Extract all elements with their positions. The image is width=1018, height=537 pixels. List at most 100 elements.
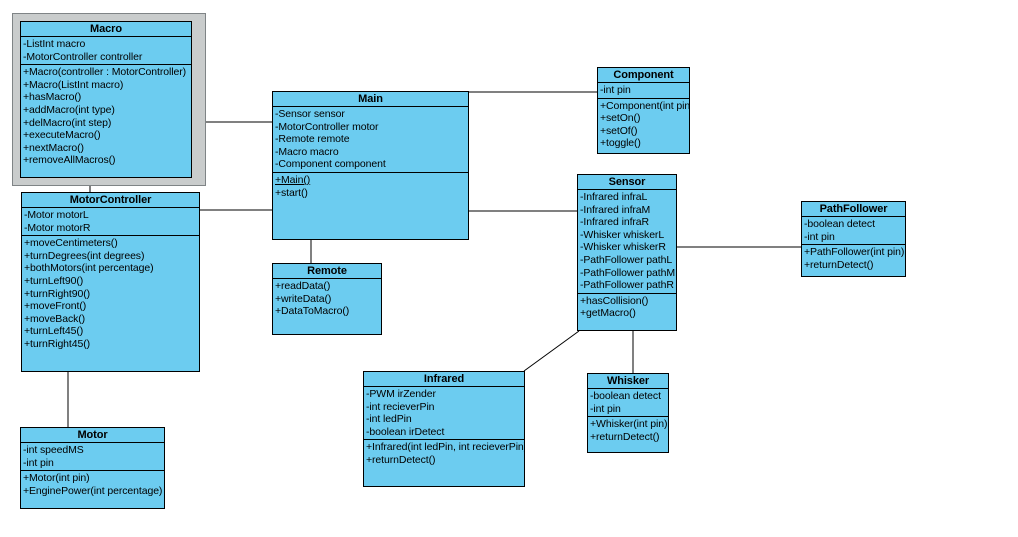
- attribute-row: -Whisker whiskerL: [580, 228, 665, 241]
- attribute-row: -boolean irDetect: [366, 425, 445, 438]
- method-row: +nextMacro(): [23, 141, 84, 154]
- class-title: Sensor: [608, 176, 646, 188]
- attribute-row: -boolean detect: [804, 218, 875, 230]
- method-row: +EnginePower(int percentage): [23, 484, 163, 497]
- method-row: +DataToMacro(): [275, 305, 350, 318]
- connector-sensor-infrared[interactable]: [523, 330, 580, 372]
- method-row: +hasMacro(): [23, 91, 82, 104]
- attribute-row: -Infrared infraM: [580, 203, 651, 216]
- method-row: +returnDetect(): [366, 453, 436, 466]
- methods-compartment: +Motor(int pin)+EnginePower(int percenta…: [21, 470, 164, 508]
- attribute-row: -Component component: [275, 158, 386, 171]
- method-row: +writeData(): [275, 292, 332, 305]
- method-row: +turnDegrees(int degrees): [24, 249, 145, 262]
- attributes-compartment: -Infrared infraL-Infrared infraM-Infrare…: [578, 189, 676, 293]
- attribute-row: -Macro macro: [275, 145, 339, 158]
- class-motor[interactable]: Motor -int speedMS-int pin +Motor(int pi…: [20, 427, 165, 509]
- class-remote[interactable]: Remote +readData()+writeData()+DataToMac…: [272, 263, 382, 335]
- class-title: MotorController: [69, 194, 152, 206]
- attribute-row: -PathFollower pathM: [580, 266, 675, 279]
- attributes-compartment: -Sensor sensor-MotorController motor-Rem…: [273, 106, 468, 172]
- method-row: +PathFollower(int pin): [804, 246, 905, 259]
- class-title: Remote: [307, 265, 347, 277]
- class-sensor[interactable]: Sensor -Infrared infraL-Infrared infraM-…: [577, 174, 677, 331]
- class-title: Whisker: [606, 375, 650, 387]
- method-row: +Whisker(int pin): [590, 418, 668, 431]
- class-main[interactable]: Main -Sensor sensor-MotorController moto…: [272, 91, 469, 240]
- methods-compartment: +readData()+writeData()+DataToMacro(): [273, 278, 381, 334]
- method-row: +Infrared(int ledPin, int recieverPin): [366, 441, 524, 454]
- method-row: +turnLeft45(): [24, 325, 84, 338]
- attribute-row: -int pin: [600, 84, 631, 96]
- attribute-row: -int pin: [23, 456, 54, 469]
- class-component[interactable]: Component -int pin +Component(int pin)+s…: [597, 67, 690, 154]
- attribute-row: -Infrared infraL: [580, 191, 648, 203]
- method-row: +Component(int pin): [600, 99, 689, 112]
- method-row: +turnRight90(): [24, 287, 91, 300]
- method-row: +moveCentimeters(): [24, 237, 118, 250]
- class-title: PathFollower: [819, 203, 888, 215]
- method-row: +returnDetect(): [804, 258, 874, 271]
- attribute-row: -PWM irZender: [366, 388, 436, 400]
- attribute-row: -int speedMS: [23, 444, 84, 456]
- method-row: +getMacro(): [580, 307, 636, 320]
- attribute-row: -PathFollower pathR: [580, 279, 674, 292]
- method-row: +start(): [275, 186, 308, 199]
- method-row: +hasCollision(): [580, 294, 649, 307]
- attributes-compartment: -PWM irZender-int recieverPin-int ledPin…: [364, 386, 524, 439]
- attributes-compartment: -int speedMS-int pin: [21, 442, 164, 470]
- method-row: +turnRight45(): [24, 337, 91, 350]
- method-row: +setOn(): [600, 112, 641, 125]
- attribute-row: -int ledPin: [366, 413, 412, 426]
- class-whisker[interactable]: Whisker -boolean detect-int pin +Whisker…: [587, 373, 669, 453]
- class-motorcontroller[interactable]: MotorController -Motor motorL-Motor moto…: [21, 192, 200, 372]
- method-row: +turnLeft90(): [24, 274, 84, 287]
- attribute-row: -int pin: [590, 402, 621, 415]
- attribute-row: -ListInt macro: [23, 38, 86, 50]
- method-row: +moveBack(): [24, 312, 86, 325]
- method-row: +Main(): [275, 173, 311, 186]
- class-infrared[interactable]: Infrared -PWM irZender-int recieverPin-i…: [363, 371, 525, 487]
- attribute-row: -Whisker whiskerR: [580, 241, 666, 254]
- method-row: +returnDetect(): [590, 430, 660, 443]
- method-row: +removeAllMacros(): [23, 154, 116, 167]
- methods-compartment: +Main()+start(): [273, 171, 468, 239]
- methods-compartment: +Infrared(int ledPin, int recieverPin)+r…: [364, 439, 524, 486]
- methods-compartment: +Whisker(int pin)+returnDetect(): [588, 416, 668, 452]
- methods-compartment: +Component(int pin)+setOn()+setOf()+togg…: [598, 97, 689, 153]
- class-title: Main: [358, 93, 383, 105]
- method-row: +setOf(): [600, 124, 638, 137]
- class-title: Motor: [77, 429, 108, 441]
- attribute-row: -PathFollower pathL: [580, 253, 673, 266]
- class-title: Component: [613, 69, 674, 81]
- method-row: +Macro(controller : MotorController): [23, 66, 186, 79]
- attributes-compartment: -boolean detect-int pin: [588, 388, 668, 416]
- class-title: Macro: [90, 23, 122, 35]
- methods-compartment: +hasCollision()+getMacro(): [578, 292, 676, 330]
- attribute-row: -MotorController controller: [23, 50, 143, 63]
- class-title: Infrared: [423, 373, 465, 385]
- attribute-row: -Motor motorL: [24, 209, 89, 221]
- method-row: +delMacro(int step): [23, 116, 112, 129]
- attribute-row: -Sensor sensor: [275, 108, 345, 120]
- attribute-row: -Infrared infraR: [580, 216, 650, 229]
- attribute-row: -int pin: [804, 230, 835, 243]
- methods-compartment: +Macro(controller : MotorController)+Mac…: [21, 64, 191, 177]
- method-row: +Macro(ListInt macro): [23, 78, 124, 91]
- class-macro[interactable]: Macro -ListInt macro-MotorController con…: [20, 21, 192, 178]
- method-row: +moveFront(): [24, 300, 87, 313]
- methods-compartment: +PathFollower(int pin)+returnDetect(): [802, 244, 905, 276]
- attributes-compartment: -Motor motorL-Motor motorR: [22, 207, 199, 235]
- methods-compartment: +moveCentimeters()+turnDegrees(int degre…: [22, 235, 199, 371]
- attribute-row: -int recieverPin: [366, 400, 435, 413]
- attribute-row: -Remote remote: [275, 133, 350, 146]
- attributes-compartment: -int pin: [598, 82, 689, 98]
- attribute-row: -boolean detect: [590, 390, 661, 402]
- method-row: +addMacro(int type): [23, 103, 115, 116]
- method-row: +bothMotors(int percentage): [24, 262, 154, 275]
- class-pathfollower[interactable]: PathFollower -boolean detect-int pin +Pa…: [801, 201, 906, 277]
- method-row: +readData(): [275, 280, 331, 292]
- attributes-compartment: -boolean detect-int pin: [802, 216, 905, 244]
